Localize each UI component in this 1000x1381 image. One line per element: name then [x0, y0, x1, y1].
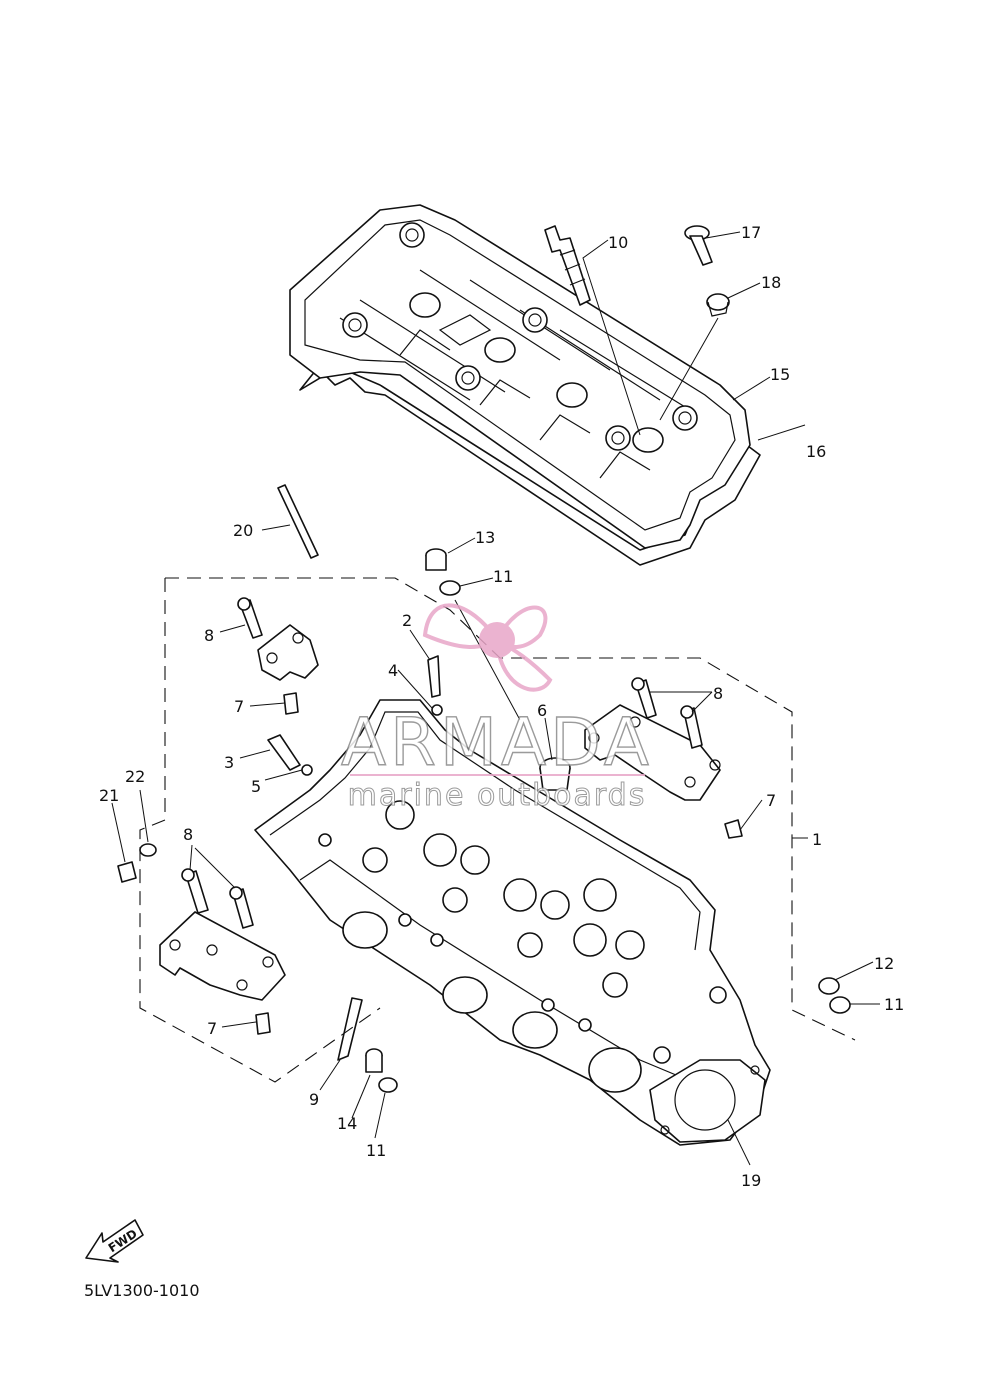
callout-1: 1	[812, 830, 822, 849]
diagram-code: 5LV1300-1010	[84, 1281, 200, 1300]
callout-7-right: 7	[766, 791, 776, 810]
callout-2: 2	[402, 611, 412, 630]
callout-21: 21	[99, 786, 119, 805]
callout-13: 13	[475, 528, 495, 547]
callout-9: 9	[309, 1090, 319, 1109]
callout-6: 6	[537, 701, 547, 720]
small-parts	[117, 484, 851, 1093]
callout-3: 3	[224, 753, 234, 772]
callout-12: 12	[874, 954, 894, 973]
cylinder-head-drawing	[254, 699, 771, 1146]
camshaft-cap-right	[584, 704, 721, 801]
watermark-brand: ARMADA	[341, 704, 653, 781]
callout-7-upper-left: 7	[234, 697, 244, 716]
watermark-tagline: marine outboards	[348, 778, 647, 813]
callout-11-right: 11	[884, 995, 904, 1014]
callout-7-lower-left: 7	[207, 1019, 217, 1038]
assembly-boundary	[139, 577, 856, 1083]
callout-8-right: 8	[713, 684, 723, 703]
callout-11-bottom: 11	[366, 1141, 386, 1160]
cover-bolt	[684, 225, 713, 266]
callout-15: 15	[770, 365, 790, 384]
callout-4: 4	[388, 661, 398, 680]
fwd-arrow-icon: FWD	[85, 1219, 144, 1263]
watermark: ARMADA marine outboards	[340, 603, 653, 814]
callout-16: 16	[806, 442, 826, 461]
grommet	[706, 293, 730, 317]
spark-plug	[544, 225, 591, 306]
propeller-logo-icon	[422, 603, 553, 692]
callout-10: 10	[608, 233, 628, 252]
callout-5: 5	[251, 777, 261, 796]
callout-19: 19	[741, 1171, 761, 1190]
callout-11-top: 11	[493, 567, 513, 586]
callout-8-lower-left: 8	[183, 825, 193, 844]
callout-8-upper-left: 8	[204, 626, 214, 645]
leader-lines	[111, 231, 880, 1166]
callout-22: 22	[125, 767, 145, 786]
valve-cover-drawing	[289, 204, 761, 566]
callout-14: 14	[337, 1114, 357, 1133]
callout-18: 18	[761, 273, 781, 292]
callout-labels: 10 17 18 15 16 20 13 11 2 8 4 7 6 8 3 5 …	[99, 223, 904, 1190]
camshaft-cap-lower-left	[159, 911, 286, 1001]
callout-20: 20	[233, 521, 253, 540]
camshaft-cap-upper-left	[257, 624, 319, 681]
callout-17: 17	[741, 223, 761, 242]
